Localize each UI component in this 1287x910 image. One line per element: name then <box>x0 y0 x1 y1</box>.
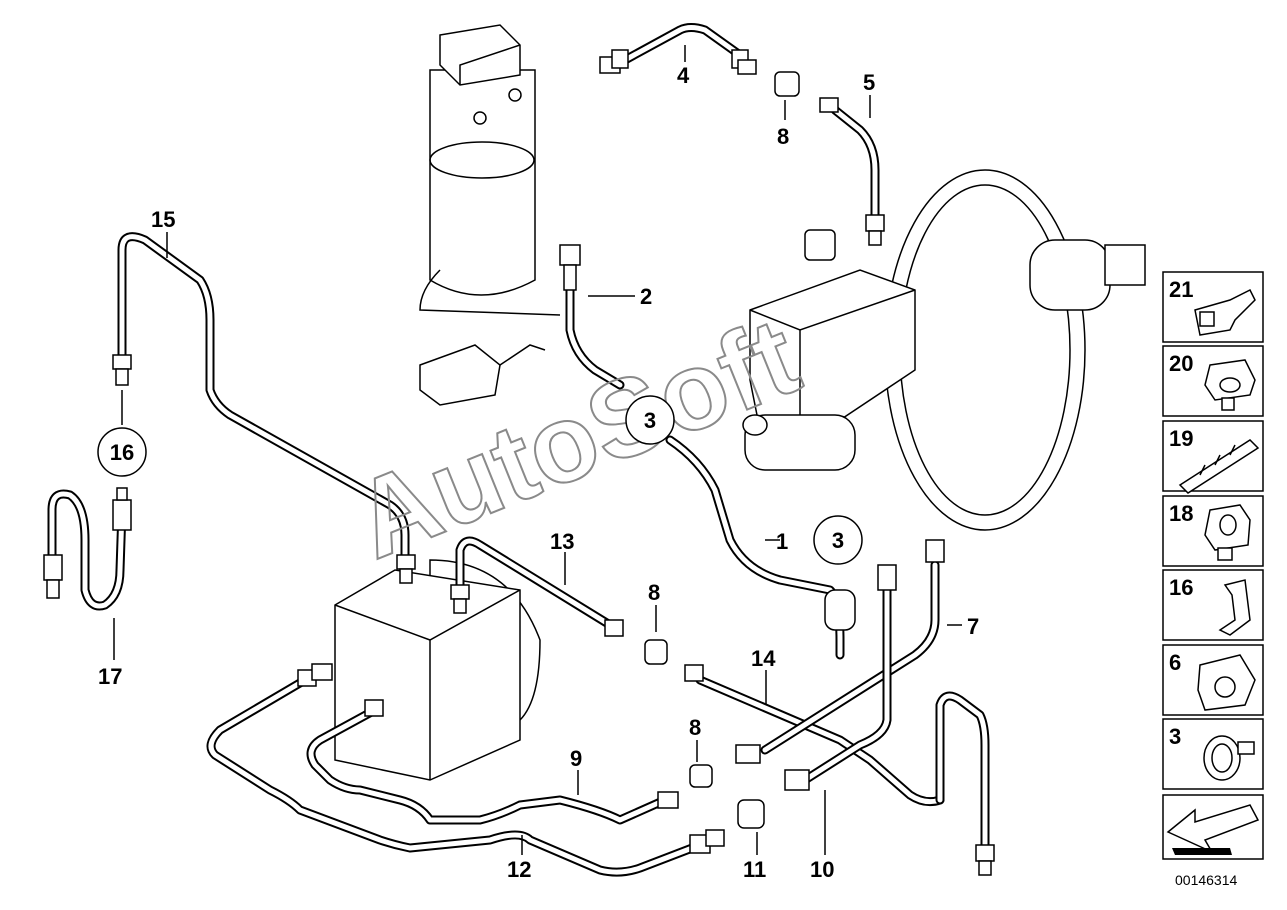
callout-4: 4 <box>677 63 690 88</box>
union-nut <box>774 71 800 97</box>
brake-line-5 <box>819 97 885 246</box>
union-nut <box>737 799 765 829</box>
callout-15: 15 <box>151 207 175 232</box>
abs-control-unit <box>334 559 541 781</box>
brake-line-4 <box>599 23 757 75</box>
callout-8-top: 8 <box>777 124 789 149</box>
sidebar-item-21[interactable]: 21 <box>1162 271 1264 343</box>
callout-12: 12 <box>507 857 531 882</box>
sidebar-label-18: 18 <box>1169 501 1193 526</box>
brake-line-10 <box>784 564 897 791</box>
sidebar-label-20: 20 <box>1169 351 1193 376</box>
callout-14: 14 <box>751 646 776 671</box>
master-cylinder <box>742 229 916 471</box>
parts-sidebar: 21 20 19 18 <box>1162 271 1264 860</box>
brake-hose-17 <box>43 487 132 611</box>
leader-lines <box>113 45 962 855</box>
hose-clamp-icon <box>1203 735 1255 781</box>
callout-8-middle: 8 <box>648 580 660 605</box>
callout-8-lower: 8 <box>689 715 701 740</box>
sidebar-item-19[interactable]: 19 <box>1162 420 1264 494</box>
arrow-icon <box>1166 804 1260 855</box>
sidebar-label-3: 3 <box>1169 724 1181 749</box>
clip-icon <box>1194 288 1256 336</box>
brake-hose-2 <box>559 244 625 390</box>
holder-icon <box>1204 504 1251 561</box>
brake-line-14 <box>684 664 945 807</box>
callout-7: 7 <box>967 614 979 639</box>
brake-hose-1 <box>665 435 856 660</box>
bracket-plate-icon <box>1218 579 1251 636</box>
sidebar-item-6[interactable]: 6 <box>1162 644 1264 716</box>
brake-booster <box>884 169 1146 531</box>
union-nut <box>644 639 668 665</box>
callout-2: 2 <box>640 284 652 309</box>
callout-1: 1 <box>776 529 788 554</box>
callout-9: 9 <box>570 746 582 771</box>
circle-label-16: 16 <box>110 440 134 465</box>
sidebar-label-16: 16 <box>1169 575 1193 600</box>
union-nut <box>689 764 713 788</box>
circle-callout-3-top <box>625 395 675 445</box>
brake-line-13 <box>450 536 624 637</box>
hydraulic-accumulator <box>419 24 561 406</box>
sidebar-item-3[interactable]: 3 <box>1162 718 1264 790</box>
circle-label-3-right: 3 <box>832 528 844 553</box>
circle-label-3-top: 3 <box>644 408 656 433</box>
sidebar-item-20[interactable]: 20 <box>1162 345 1264 417</box>
pipe-clip-icon <box>1197 654 1256 711</box>
sidebar-label-21: 21 <box>1169 277 1193 302</box>
callout-17: 17 <box>98 664 122 689</box>
sidebar-label-6: 6 <box>1169 650 1181 675</box>
brake-line-7 <box>735 539 945 764</box>
circled-callouts: 3 3 16 <box>97 395 863 565</box>
diagram-id: 00146314 <box>1175 872 1238 888</box>
bracket-icon <box>1204 359 1256 411</box>
sidebar-item-16[interactable]: 16 <box>1162 569 1264 641</box>
callouts: 1 2 4 5 7 8 8 8 9 10 11 12 13 14 15 17 <box>98 63 979 882</box>
sidebar-item-18[interactable]: 18 <box>1162 495 1264 567</box>
circle-callout-16 <box>97 427 147 477</box>
callout-11: 11 <box>743 857 766 882</box>
callout-10: 10 <box>810 857 834 882</box>
sidebar-label-19: 19 <box>1169 426 1193 451</box>
brake-line-9 <box>306 699 679 825</box>
brake-line-15 <box>112 232 416 584</box>
callout-13: 13 <box>550 529 574 554</box>
brake-line-rear <box>935 691 995 876</box>
nav-arrow-box[interactable] <box>1162 794 1264 860</box>
brake-line-12 <box>206 663 725 877</box>
circle-callout-3-right <box>813 515 863 565</box>
callout-5: 5 <box>863 70 875 95</box>
pipe-holder-icon <box>1178 439 1260 494</box>
